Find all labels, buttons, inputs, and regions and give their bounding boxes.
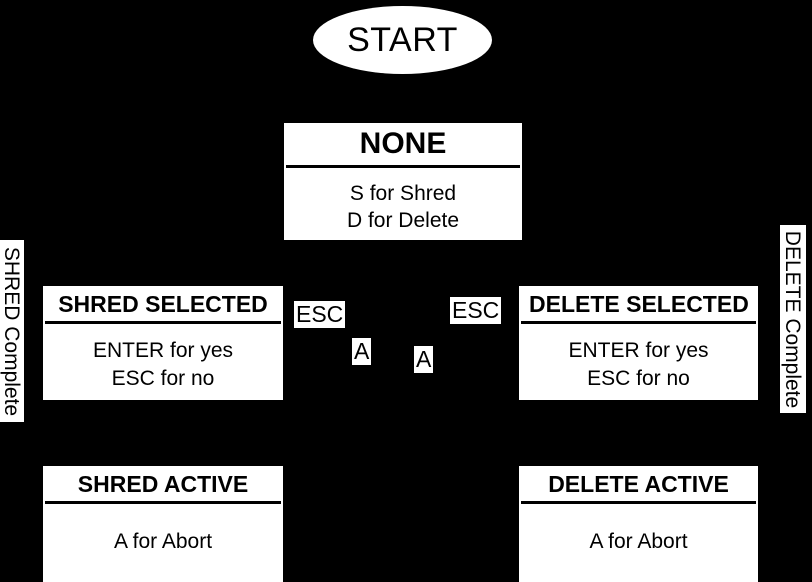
state-line: ESC for no (111, 366, 215, 390)
state-body-delete-active: A for Abort (519, 504, 758, 582)
state-line: ESC for no (587, 366, 690, 390)
transition-label-abort-right: A (414, 346, 434, 374)
state-line: D for Delete (346, 209, 460, 233)
transition-label-delete-complete-text: DELETE Complete (781, 230, 805, 408)
state-title-none: NONE (359, 127, 447, 160)
start-node-label: START (347, 21, 458, 59)
state-node-shred-active[interactable]: SHRED ACTIVE A for Abort (43, 466, 283, 582)
transition-label-esc-left: ESC (294, 301, 346, 329)
state-body-shred-selected: ENTER for yes ESC for no (43, 324, 283, 400)
state-body-shred-active: A for Abort (43, 504, 283, 582)
state-node-delete-active[interactable]: DELETE ACTIVE A for Abort (519, 466, 758, 582)
state-title-divider (45, 501, 281, 505)
state-title-divider (286, 164, 520, 168)
state-line: A for Abort (589, 530, 688, 554)
transition-label-shred-complete-text: SHRED Complete (0, 246, 24, 416)
state-line: S for Shred (349, 181, 457, 205)
state-line: A for Abort (113, 530, 213, 554)
state-node-shred-selected[interactable]: SHRED SELECTED ENTER for yes ESC for no (43, 286, 283, 400)
state-body-delete-selected: ENTER for yes ESC for no (519, 324, 758, 400)
state-body-none: S for Shred D for Delete (284, 168, 522, 241)
transition-label-shred-complete: SHRED Complete (0, 240, 24, 422)
start-node[interactable]: START (313, 6, 492, 74)
transition-label-delete-complete: DELETE Complete (780, 225, 806, 413)
state-title-divider (521, 501, 756, 505)
state-title-shred-active: SHRED ACTIVE (77, 471, 249, 497)
transition-label-esc-right: ESC (450, 297, 502, 325)
state-title-divider (521, 321, 756, 325)
state-title-delete-active: DELETE ACTIVE (548, 471, 729, 497)
state-line: ENTER for yes (92, 339, 234, 363)
state-title-shred-selected: SHRED SELECTED (58, 291, 268, 317)
state-node-delete-selected[interactable]: DELETE SELECTED ENTER for yes ESC for no (519, 286, 758, 400)
transition-label-abort-left: A (352, 338, 372, 366)
state-line: ENTER for yes (568, 339, 709, 363)
state-title-delete-selected: DELETE SELECTED (529, 291, 749, 317)
state-title-divider (45, 321, 281, 325)
state-node-none[interactable]: NONE S for Shred D for Delete (284, 123, 522, 240)
